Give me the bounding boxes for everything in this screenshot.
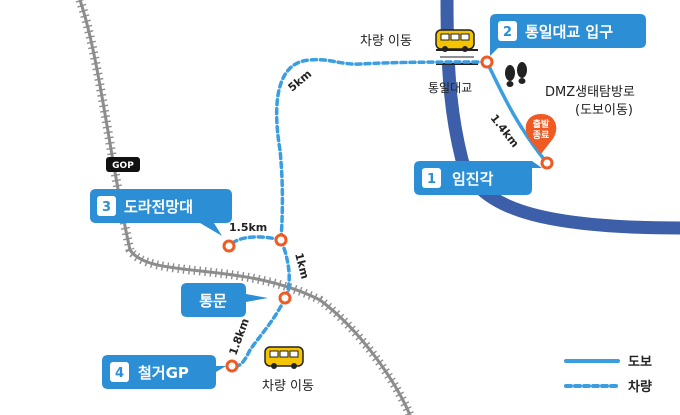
legend: 도보 차량 (564, 355, 652, 395)
stop-junction (274, 233, 288, 247)
stop-dora-left (222, 239, 236, 253)
place-name: 철거GP (138, 364, 189, 382)
vehicle-move-label-top: 차량 이동 (360, 34, 412, 49)
legend-vehicle-label: 차량 (628, 379, 652, 395)
stop-tongil-gate (480, 55, 494, 69)
footprints-icon (505, 62, 527, 87)
place-label-cheolgeo[interactable]: 4 철거GP (102, 355, 226, 389)
place-number: 4 (115, 366, 124, 381)
gop-sign-icon: GOP (106, 157, 140, 172)
bridge-label: 통일대교 (428, 81, 472, 95)
place-name: 통일대교 입구 (525, 23, 613, 41)
distance-drive-dora: 1.5km (229, 221, 267, 234)
place-number: 2 (503, 25, 512, 40)
distance-drive-tongmun: 1km (292, 251, 311, 280)
place-number: 1 (427, 172, 436, 187)
stop-imjingak (540, 156, 554, 170)
distance-drive-long: 5km (286, 67, 315, 94)
gop-label: GOP (112, 161, 134, 171)
pin-end-label: 종료 (533, 130, 550, 141)
railroad (75, 0, 415, 415)
place-label-tongil-gate[interactable]: 2 통일대교 입구 (490, 14, 646, 56)
place-name: 임진각 (452, 170, 494, 188)
place-label-dora[interactable]: 3 도라전망대 (90, 189, 232, 236)
dmz-trail-label: DMZ생태탐방로 (545, 85, 635, 100)
stop-markers (222, 55, 554, 373)
place-number: 3 (102, 200, 111, 215)
bus-icon (264, 346, 304, 369)
vehicle-move-label-bottom: 차량 이동 (262, 379, 314, 394)
stop-cheolgeo (225, 359, 239, 373)
stop-tongmun (278, 291, 292, 305)
bus-icon (435, 29, 475, 52)
place-label-imjingak[interactable]: 1 임진각 (414, 161, 542, 195)
pin-start-label: 출발 (533, 118, 550, 130)
walking-route (485, 60, 549, 165)
place-name: 통문 (199, 292, 227, 310)
map-pin-icon: 출발 종료 (525, 114, 557, 154)
dmz-trail-walk-label: (도보이동) (575, 103, 633, 118)
place-name: 도라전망대 (124, 198, 193, 216)
place-label-tongmun[interactable]: 통문 (181, 283, 268, 317)
legend-walk-label: 도보 (628, 355, 652, 370)
